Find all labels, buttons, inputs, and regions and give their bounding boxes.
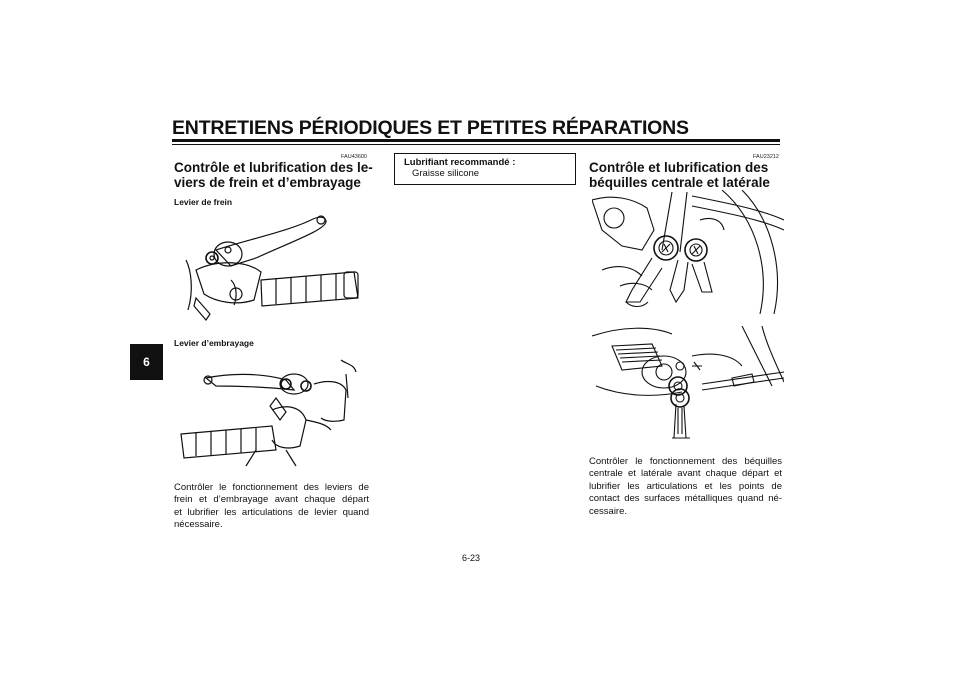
paragraph-right: Contrôler le fonctionnement des béquille… <box>589 456 782 518</box>
text-line: lubrifier les articulations et les point… <box>589 480 782 492</box>
clutch-lever-illustration <box>180 359 357 467</box>
brake-lever-illustration <box>185 215 359 321</box>
page-number: 6-23 <box>462 553 481 563</box>
text-line: frein et d’embrayage avant chaque départ <box>174 494 369 506</box>
heading-line: viers de frein et d’embrayage <box>174 175 361 190</box>
section-heading-right: Contrôle et lubrification des béquilles … <box>589 160 770 190</box>
heading-line: Contrôle et lubrification des <box>589 160 769 175</box>
lubricant-box: Lubrifiant recommandé : Graisse silicone <box>394 153 576 185</box>
text-line: centrale et latérale avant chaque départ… <box>589 468 782 480</box>
chapter-tab: 6 <box>130 344 163 380</box>
text-line: Contrôler le fonctionnement des leviers … <box>174 482 369 493</box>
title-rule-thin <box>172 144 780 145</box>
clutch-lever-label: Levier d’embrayage <box>174 338 254 348</box>
section-code-right: FAU23212 <box>753 154 779 160</box>
text-line: Contrôler le fonctionnement des béquille… <box>589 456 782 467</box>
paragraph-left: Contrôler le fonctionnement des leviers … <box>174 482 369 532</box>
brake-lever-label: Levier de frein <box>174 197 233 207</box>
lubricant-box-value: Graisse silicone <box>412 168 480 179</box>
page-title: ENTRETIENS PÉRIODIQUES ET PETITES RÉPARA… <box>172 117 689 139</box>
text-line: nécessaire. <box>174 519 223 531</box>
text-line: contact des surfaces métalliques quand n… <box>589 493 782 505</box>
text-line: cessaire. <box>589 505 628 517</box>
section-code-left: FAU43600 <box>341 154 367 160</box>
section-heading-left: Contrôle et lubrification des le- viers … <box>174 160 373 190</box>
heading-line: Contrôle et lubrification des le- <box>174 160 373 175</box>
text-line: et lubrifier les articulations de levier… <box>174 506 369 518</box>
lubricant-box-title: Lubrifiant recommandé : <box>404 157 516 168</box>
title-rule <box>172 139 780 142</box>
heading-line: béquilles centrale et latérale <box>589 175 770 190</box>
side-stand-illustration <box>592 326 784 439</box>
center-stand-illustration <box>592 190 784 314</box>
